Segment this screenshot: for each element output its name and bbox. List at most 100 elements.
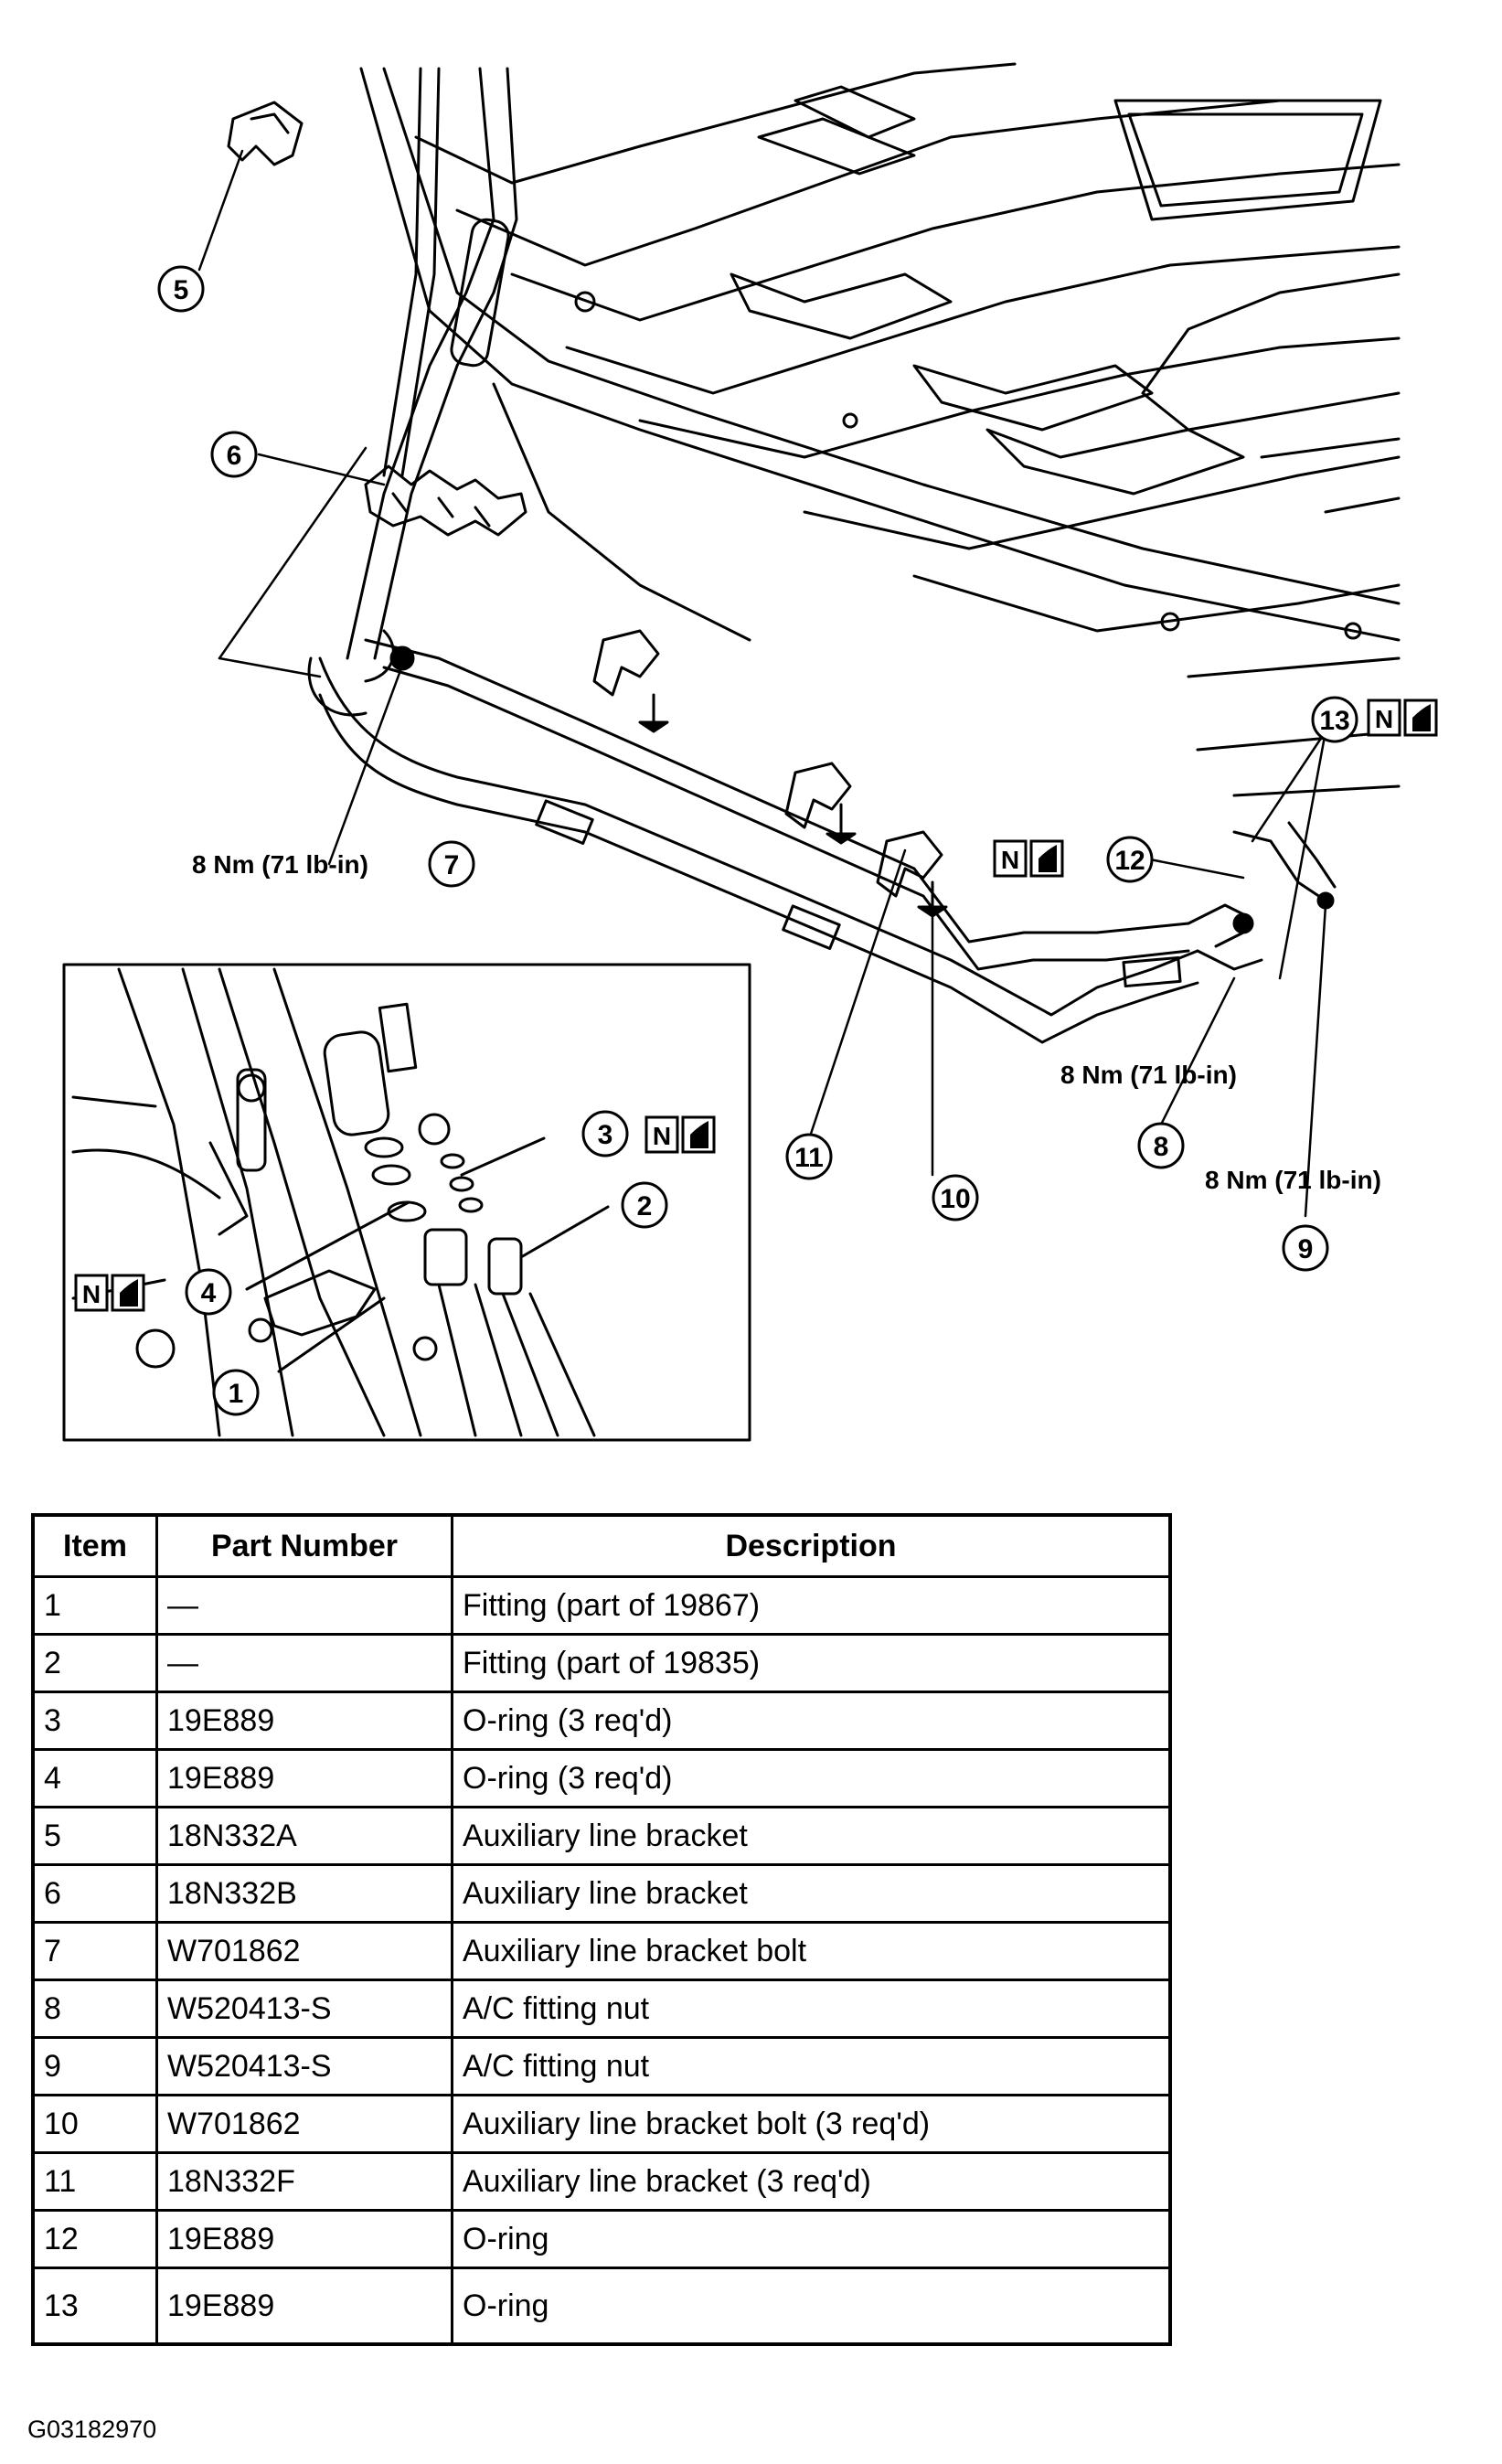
svg-text:3: 3 [598,1120,613,1150]
cell-item: 5 [31,1806,158,1866]
inset-detail-art [71,967,610,1437]
ac-lines-main [318,638,1337,1044]
cell-item: 7 [31,1921,158,1981]
brackets-11-clips [592,629,948,918]
header-part-number: Part Number [155,1513,453,1578]
svg-text:N: N [1375,705,1393,733]
bracket-6-shape [364,464,527,537]
cell-description: Auxiliary line bracket (3 req'd) [451,2151,1172,2212]
callout-10: 10 [932,1174,979,1221]
callout-2: 2 [621,1181,668,1229]
callout-13: 13 [1311,696,1358,743]
cell-part-number: 19E889 [155,2267,453,2346]
callout-7: 7 [428,840,475,888]
cell-item: 11 [31,2151,158,2212]
svg-text:8: 8 [1154,1132,1169,1162]
leader-lines [197,149,1327,1218]
torque-label-8: 8 Nm (71 lb-in) [1060,1061,1237,1089]
cell-item: 3 [31,1691,158,1751]
svg-text:11: 11 [794,1143,824,1173]
cell-description: O-ring [451,2267,1172,2346]
cell-part-number: 19E889 [155,1748,453,1808]
cell-item: 12 [31,2209,158,2269]
svg-text:N: N [1001,846,1019,874]
exploded-view-diagram: 5 6 7 11 10 12 13 8 9 3 2 4 [62,62,1438,1442]
table-row: 8 W520413-S A/C fitting nut [31,1979,1172,2039]
cell-description: A/C fitting nut [451,2036,1172,2096]
table-row: 4 19E889 O-ring (3 req'd) [31,1748,1172,1808]
detail-inset-frame [62,963,751,1442]
svg-text:N: N [82,1280,101,1308]
svg-text:2: 2 [637,1191,653,1221]
svg-text:12: 12 [1114,846,1145,876]
cell-item: 1 [31,1575,158,1636]
cell-part-number: 19E889 [155,1691,453,1751]
figure-code: G03182970 [27,2416,157,2443]
cell-item: 10 [31,2094,158,2154]
svg-text:6: 6 [227,441,242,471]
callout-9: 9 [1282,1224,1329,1272]
table-row: 13 19E889 O-ring [31,2267,1172,2346]
cell-description: Auxiliary line bracket bolt [451,1921,1172,1981]
table-header-row: Item Part Number Description [31,1513,1172,1578]
cell-description: Fitting (part of 19867) [451,1575,1172,1636]
cell-description: A/C fitting nut [451,1979,1172,2039]
bracket-5-shape [227,101,304,166]
cell-description: O-ring (3 req'd) [451,1691,1172,1751]
cell-item: 13 [31,2267,158,2346]
svg-text:7: 7 [444,850,460,880]
callout-1: 1 [212,1369,260,1416]
header-item: Item [31,1513,158,1578]
callout-6: 6 [210,431,258,478]
table-row: 1 — Fitting (part of 19867) [31,1575,1172,1636]
cell-part-number: 19E889 [155,2209,453,2269]
header-description: Description [451,1513,1172,1578]
table-row: 2 — Fitting (part of 19835) [31,1633,1172,1693]
cell-item: 4 [31,1748,158,1808]
new-part-icon-13: N [1367,699,1438,737]
line-bend-7 [307,629,415,717]
cell-part-number: 18N332A [155,1806,453,1866]
new-part-icon-4: N [74,1274,145,1312]
table-row: 6 18N332B Auxiliary line bracket [31,1863,1172,1924]
cell-item: 2 [31,1633,158,1693]
cell-item: 6 [31,1863,158,1924]
cell-description: Fitting (part of 19835) [451,1633,1172,1693]
svg-text:9: 9 [1298,1234,1314,1264]
table-row: 9 W520413-S A/C fitting nut [31,2036,1172,2096]
cell-description: O-ring (3 req'd) [451,1748,1172,1808]
table-row: 12 19E889 O-ring [31,2209,1172,2269]
parts-table: Item Part Number Description 1 — Fitting… [31,1513,1172,2346]
cell-part-number: W701862 [155,2094,453,2154]
new-part-icon-3: N [644,1115,716,1154]
auxiliary-lines-upper [346,67,518,660]
callout-3: 3 [581,1110,629,1157]
cell-part-number: — [155,1633,453,1693]
callout-5: 5 [157,265,205,313]
cell-part-number: W701862 [155,1921,453,1981]
callout-4: 4 [185,1268,232,1316]
cell-item: 8 [31,1979,158,2039]
callout-8: 8 [1137,1122,1185,1169]
svg-text:N: N [653,1122,671,1150]
cell-part-number: W520413-S [155,2036,453,2096]
svg-text:13: 13 [1319,706,1349,736]
cell-part-number: 18N332B [155,1863,453,1924]
cell-description: Auxiliary line bracket [451,1863,1172,1924]
new-part-icon-bolts: N [993,839,1064,878]
cell-part-number: 18N332F [155,2151,453,2212]
cell-part-number: W520413-S [155,1979,453,2039]
table-row: 11 18N332F Auxiliary line bracket (3 req… [31,2151,1172,2212]
callout-11: 11 [785,1133,833,1180]
cell-part-number: — [155,1575,453,1636]
cell-description: Auxiliary line bracket bolt (3 req'd) [451,2094,1172,2154]
svg-text:5: 5 [174,275,189,305]
table-row: 5 18N332A Auxiliary line bracket [31,1806,1172,1866]
svg-text:10: 10 [940,1184,970,1214]
table-row: 10 W701862 Auxiliary line bracket bolt (… [31,2094,1172,2154]
cell-description: Auxiliary line bracket [451,1806,1172,1866]
table-row: 7 W701862 Auxiliary line bracket bolt [31,1921,1172,1981]
cell-item: 9 [31,2036,158,2096]
callout-12: 12 [1106,836,1154,883]
vehicle-underbody [359,62,1401,797]
